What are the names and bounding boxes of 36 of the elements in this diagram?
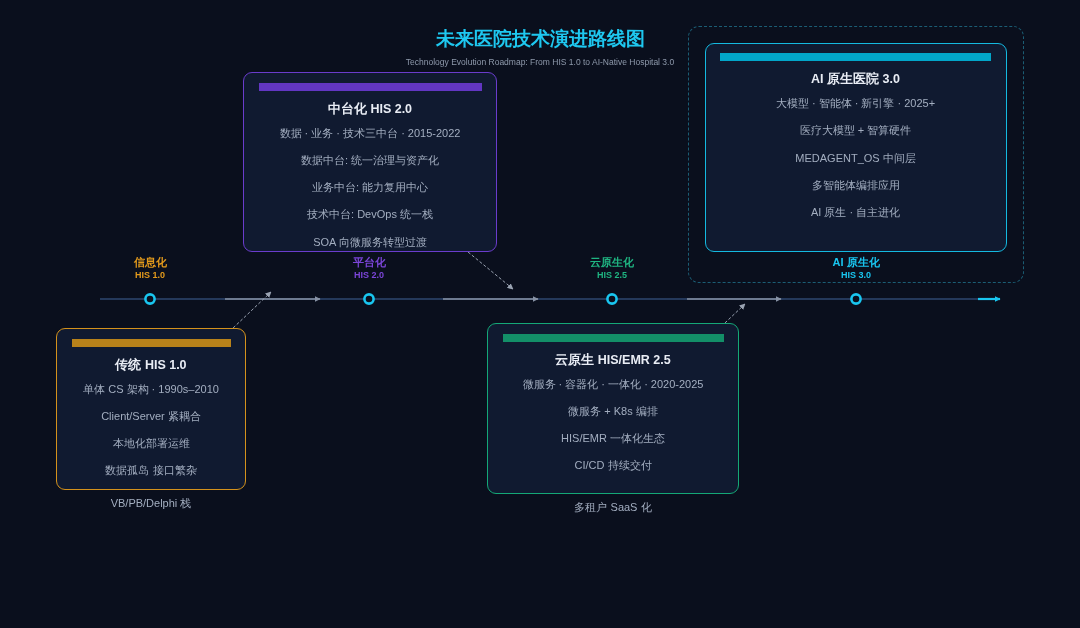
milestone-label: HIS 1.0 xyxy=(135,270,165,280)
card-title: 中台化 HIS 2.0 xyxy=(327,102,413,115)
card-text: Client/Server 紧耦合 xyxy=(101,410,201,422)
card-text: 医疗大模型 + 智算硬件 xyxy=(799,124,912,136)
milestone-label: 信息化 xyxy=(133,256,167,268)
arrow xyxy=(467,251,514,290)
card-text: 技术中台: DevOps 统一栈 xyxy=(307,208,433,220)
subtitle: Technology Evolution Roadmap: From HIS 1.0 to AI-Native Hospital 3.0 xyxy=(405,57,675,67)
milestone-label: HIS 3.0 xyxy=(841,270,871,280)
card-text: 大模型 · 智能体 · 新引擎 · 2025+ xyxy=(775,97,936,109)
card-text: AI 原生 · 自主进化 xyxy=(810,206,901,218)
card-text: MEDAGENT_OS 中间层 xyxy=(795,152,916,164)
card-text: 微服务 + K8s 编排 xyxy=(568,405,658,417)
arrow xyxy=(724,303,746,324)
dashed-frame xyxy=(688,26,1024,283)
card-text: 微服务 · 容器化 · 一体化 · 2020-2025 xyxy=(522,378,704,389)
card-note: 多租户 SaaS 化 xyxy=(574,501,652,513)
card-title: 云原生 HIS/EMR 2.5 xyxy=(555,353,671,366)
card-text: CI/CD 持续交付 xyxy=(574,459,652,471)
card-text: 多智能体编排应用 xyxy=(811,179,900,191)
card-text: HIS/EMR 一体化生态 xyxy=(561,432,665,444)
card-text: 本地化部署运维 xyxy=(112,437,190,449)
milestone-label: 云原生化 xyxy=(590,256,634,268)
card-title: 传统 HIS 1.0 xyxy=(115,358,187,371)
card-text: 数据中台: 统一治理与资产化 xyxy=(300,154,440,166)
milestone-label: HIS 2.5 xyxy=(597,270,627,280)
card-text: 数据 · 业务 · 技术三中台 · 2015-2022 xyxy=(279,127,461,138)
card-text: 业务中台: 能力复用中心 xyxy=(311,181,429,193)
card-note: VB/PB/Delphi 栈 xyxy=(110,497,192,509)
card-text: 数据孤岛 接口繁杂 xyxy=(105,464,197,476)
card-text: SOA 向微服务转型过渡 xyxy=(313,236,427,248)
page-title: 未来医院技术演进路线图 xyxy=(435,28,645,48)
card-text: 单体 CS 架构 · 1990s–2010 xyxy=(83,383,219,394)
arrow xyxy=(232,291,272,329)
card-title: AI 原生医院 3.0 xyxy=(811,72,900,86)
milestone-label: HIS 2.0 xyxy=(354,270,384,280)
